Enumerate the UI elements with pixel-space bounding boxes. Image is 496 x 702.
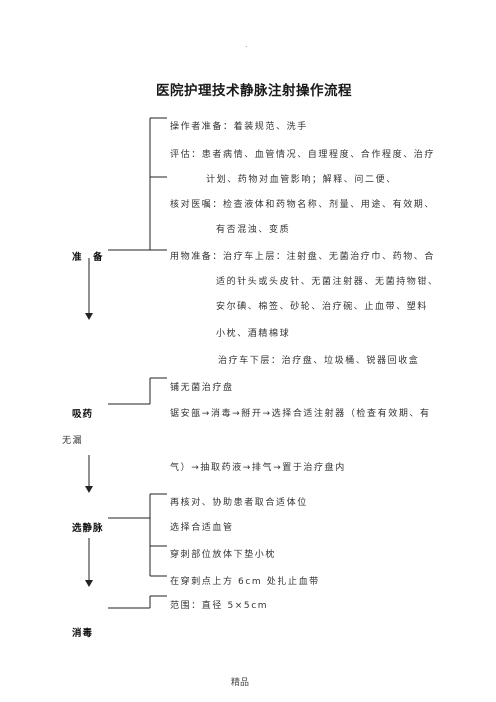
step-label-drug-draw: 吸药 [72, 409, 94, 420]
footer-text: 精品 [231, 678, 250, 688]
step-label-disinfect: 消毒 [72, 628, 94, 639]
operator-prep-line: 操作者准备：着装规范、洗手 [170, 122, 308, 132]
supplies-line-3: 安尔碘、棉签、砂轮、治疗碗、止血带、塑料 [216, 302, 429, 312]
vessel-select-line: 选择合适血管 [170, 523, 234, 533]
step-label-preparation: 准 备 [72, 252, 104, 263]
header-dot: . [245, 40, 248, 49]
assessment-line-2: 计划、药物对血管影响；解释、问二便、 [206, 175, 397, 185]
disinfect-range-line: 范围：直径 5×5cm [170, 601, 269, 611]
assessment-line-1: 评估：患者病情、血管情况、自理程度、合作程度、治疗 [170, 150, 436, 160]
pillow-line: 穿刺部位放体下垫小枕 [170, 550, 277, 560]
order-check-line-2: 有否混浊、变质 [216, 225, 291, 235]
drug-draw-line-2: 气）→抽取药液→排气→置于治疗盘内 [170, 463, 346, 473]
step-label-vein-select: 选静脉 [72, 523, 104, 534]
supplies-line-4: 小枕、酒精棉球 [216, 329, 291, 339]
supplies-line-1: 用物准备：治疗车上层：注射盘、无菌治疗巾、药物、合 [170, 252, 436, 262]
order-check-line-1: 核对医嘱：检查液体和药物名称、剂量、用途、有效期、 [170, 200, 436, 210]
tourniquet-line: 在穿刺点上方 6cm 处扎止血带 [170, 577, 320, 587]
cart-lower-line: 治疗车下层：治疗盘、垃圾桶、锐器回收盒 [218, 356, 420, 366]
drug-draw-line-1: 锯安瓿→消毒→掰开→选择合适注射器（检查有效期、有 [170, 409, 431, 419]
page-title: 医院护理技术静脉注射操作流程 [156, 83, 352, 99]
recheck-line: 再核对、协助患者取合适体位 [170, 498, 308, 508]
sterile-tray-line: 铺无菌治疗盘 [170, 383, 234, 393]
supplies-line-2: 适的针头或头皮针、无菌注射器、无菌持物钳、 [216, 277, 439, 287]
step-label-drug-draw-extra: 无漏 [62, 436, 84, 446]
